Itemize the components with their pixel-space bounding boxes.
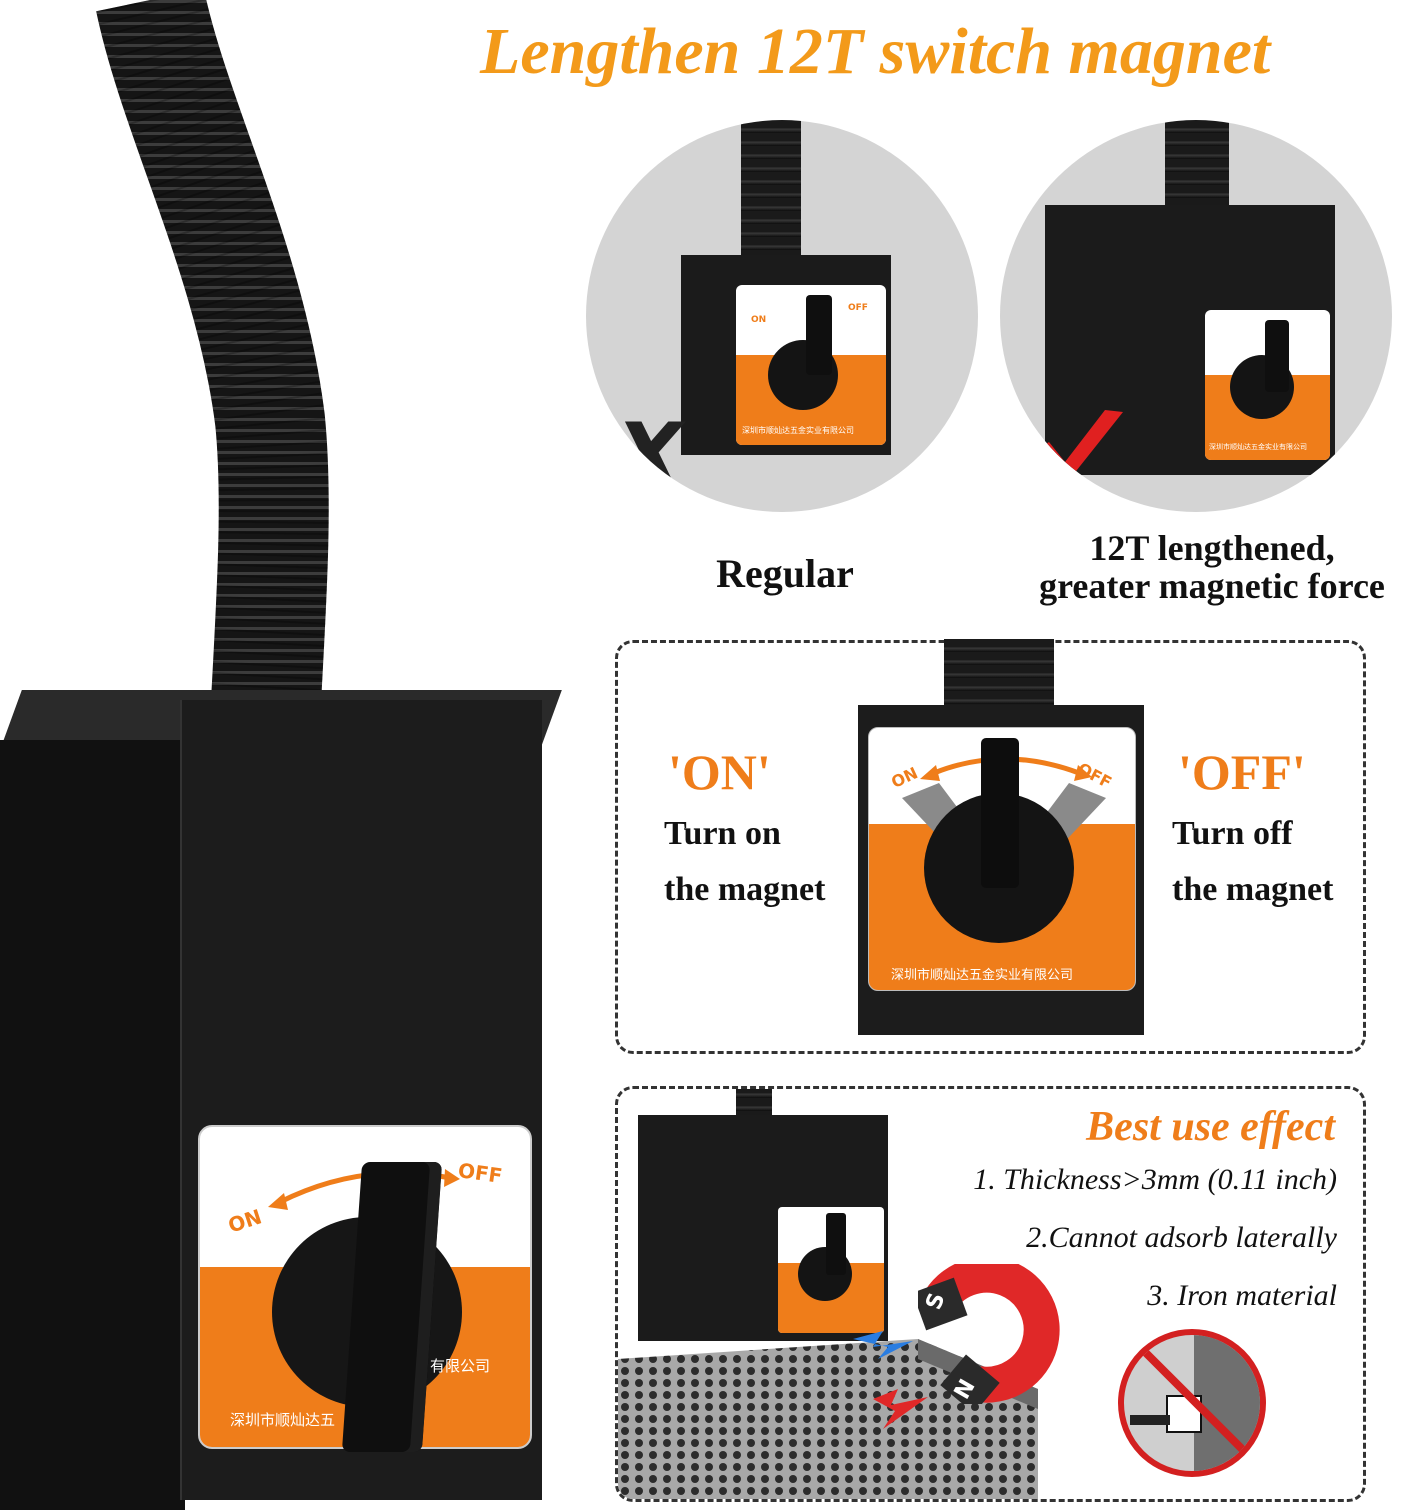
prohibited-icon [1118,1329,1266,1477]
plate-company-left: 深圳市顺灿达五 [230,1411,336,1429]
on-desc-line2: the magnet [664,871,826,908]
check-mark-icon [1037,410,1123,485]
lengthened-magnet-circle: 深圳市顺灿达五金实业有限公司 [1000,120,1392,512]
small-plate-text-2: 深圳市顺灿达五金实业有限公司 [1209,443,1307,451]
lightning-icon [853,1331,928,1429]
x-mark-icon: X [616,405,683,505]
best-use-heading: Best use effect [1086,1104,1335,1150]
best-use-item-2: 2.Cannot adsorb laterally [1026,1221,1337,1254]
horseshoe-magnet-icon [918,1264,1060,1404]
small-plate-text: 深圳市顺灿达五金实业有限公司 [742,426,854,435]
main-magnet-illustration: ON OFF 深圳市顺灿达五 有限公司 [0,0,562,1510]
large-plate-text: 深圳市顺灿达五金实业有限公司 [891,968,1074,983]
off-desc-line1: Turn off [1172,815,1293,852]
off-desc-line2: the magnet [1172,871,1334,908]
on-title: 'ON' [668,744,771,800]
large-switch-plate: ON OFF 深圳市顺灿达五金实业有限公司 [868,727,1136,991]
lengthened-label-line1: 12T lengthened, [1089,528,1335,568]
best-use-panel: S N Best use effect 1. Thickness>3mm (0.… [615,1086,1366,1502]
best-use-item-1: 1. Thickness>3mm (0.11 inch) [973,1163,1337,1196]
small-off-label: OFF [848,303,868,313]
small-on-label: ON [751,315,767,325]
plate-company-right: 有限公司 [430,1357,491,1375]
on-desc-line1: Turn on [664,815,781,852]
regular-label: Regular [716,551,854,596]
dial-on-label: ON [225,1204,265,1238]
regular-magnet-circle: ON OFF 深圳市顺灿达五金实业有限公司 X [586,120,978,512]
on-off-panel: 'ON' Turn on the magnet 'OFF' Turn off t… [615,639,1366,1054]
lengthened-label-line2: greater magnetic force [1039,566,1385,606]
dial-off-label: OFF [456,1158,504,1188]
page-title: Lengthen 12T switch magnet [480,15,1271,88]
off-title: 'OFF' [1178,744,1306,800]
best-use-item-3: 3. Iron material [1147,1279,1337,1312]
